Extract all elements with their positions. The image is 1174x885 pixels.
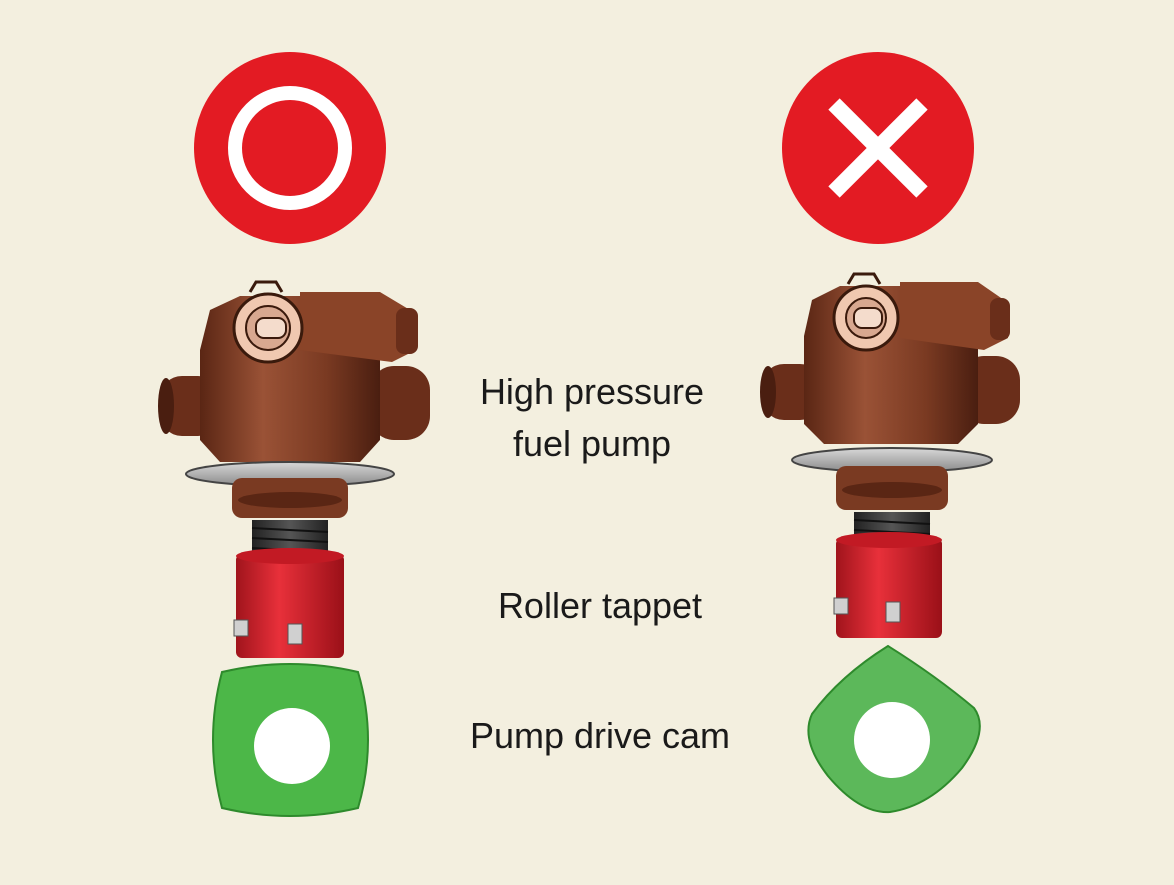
right-roller-tappet xyxy=(833,532,942,638)
high-pressure-fuel-pump-label: High pressure fuel pump xyxy=(442,366,742,470)
left-pump-drive-cam xyxy=(212,663,369,817)
right-fuel-pump xyxy=(760,272,1020,540)
roller-tappet-label: Roller tappet xyxy=(497,585,703,626)
pump-label-line2: fuel pump xyxy=(512,423,672,464)
incorrect-cross-icon xyxy=(782,52,974,244)
left-roller-tappet xyxy=(233,548,344,658)
correct-circle-icon xyxy=(194,52,386,244)
left-fuel-pump xyxy=(158,280,430,556)
pump-label-line1: High pressure xyxy=(479,371,705,412)
pump-drive-cam-label: Pump drive cam xyxy=(469,715,731,756)
right-pump-drive-cam xyxy=(807,644,981,814)
